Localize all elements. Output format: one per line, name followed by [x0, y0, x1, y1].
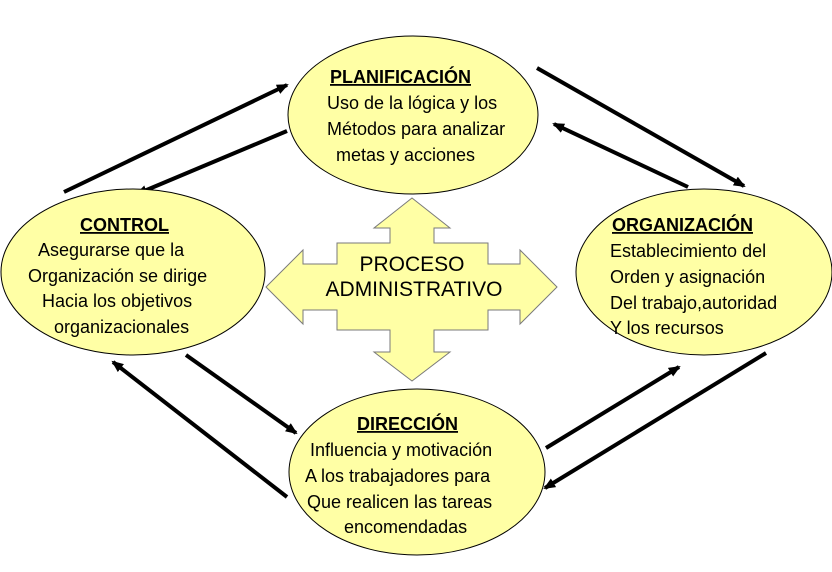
arrow-planificacion-to-control: [135, 129, 288, 196]
node-planificacion: PLANIFICACIÓN Uso de la lógica y los Mét…: [287, 35, 539, 195]
center-cross-arrow: PROCESO ADMINISTRATIVO: [265, 197, 558, 382]
node-planificacion-title: PLANIFICACIÓN: [330, 66, 471, 87]
center-label-line2: ADMINISTRATIVO: [326, 278, 503, 301]
node-control: CONTROL Asegurarse que la Organización s…: [0, 188, 266, 356]
arrow-organizacion-to-direccion: [543, 351, 768, 490]
node-direccion-line: encomendadas: [344, 517, 467, 537]
center-cross-shape: [265, 197, 558, 382]
node-organizacion-line: Del trabajo,autoridad: [610, 293, 777, 313]
node-control-line: Organización se dirige: [28, 266, 207, 286]
node-control-title: CONTROL: [80, 215, 169, 235]
arrow-organizacion-to-planificacion: [552, 122, 689, 189]
arrow-control-to-direccion: [184, 353, 298, 435]
node-direccion-title: DIRECCIÓN: [357, 413, 458, 434]
node-planificacion-line: Métodos para analizar: [327, 119, 505, 139]
node-direccion: DIRECCIÓN Influencia y motivación A los …: [288, 388, 546, 556]
arrow-direccion-to-control: [111, 360, 289, 499]
node-planificacion-ellipse: [287, 35, 539, 195]
node-control-line: Hacia los objetivos: [42, 291, 192, 311]
cycle-arrows: [63, 66, 768, 499]
node-organizacion-title: ORGANIZACIÓN: [612, 214, 753, 235]
node-planificacion-line: metas y acciones: [336, 145, 475, 165]
node-control-line: Asegurarse que la: [38, 240, 185, 260]
arrow-direccion-to-organizacion: [544, 365, 681, 450]
center-label-line1: PROCESO: [359, 253, 464, 276]
node-organizacion-ellipse: [575, 188, 832, 356]
arrow-control-to-planificacion: [63, 83, 289, 194]
node-direccion-line: Que realicen las tareas: [307, 492, 492, 512]
node-direccion-line: A los trabajadores para: [305, 466, 491, 486]
arrow-planificacion-to-organizacion: [536, 66, 746, 188]
node-direccion-ellipse: [288, 388, 546, 556]
node-control-ellipse: [0, 188, 266, 356]
node-planificacion-line: Uso de la lógica y los: [327, 93, 497, 113]
node-organizacion: ORGANIZACIÓN Establecimiento del Orden y…: [575, 188, 832, 356]
node-organizacion-line: Establecimiento del: [610, 241, 766, 261]
node-organizacion-line: Orden y asignación: [610, 267, 765, 287]
node-organizacion-line: Y los recursos: [610, 318, 724, 338]
node-control-line: organizacionales: [54, 317, 189, 337]
node-direccion-line: Influencia y motivación: [310, 440, 492, 460]
